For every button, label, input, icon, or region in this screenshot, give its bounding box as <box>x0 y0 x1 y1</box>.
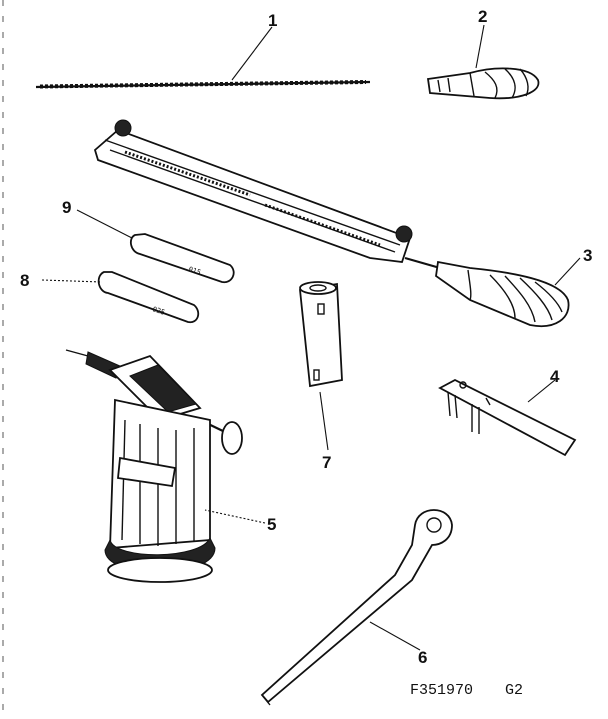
figure-suffix: G2 <box>505 682 523 699</box>
gauge-8-marking: 025 <box>151 305 166 317</box>
leader-7 <box>319 391 329 451</box>
part-3-file-guide <box>93 119 570 327</box>
part-5-sharpener <box>65 349 243 583</box>
callout-9: 9 <box>62 198 71 217</box>
callout-4: 4 <box>550 367 560 386</box>
part-2-file-handle <box>426 67 540 100</box>
leader-8 <box>41 279 103 283</box>
callout-8: 8 <box>20 271 29 290</box>
figure-code: F351970 <box>410 682 473 699</box>
gauge-9-marking: 015 <box>187 265 202 277</box>
leader-4 <box>527 379 556 403</box>
part-9-depth-gauge: 015 <box>129 233 235 284</box>
callout-5: 5 <box>267 515 276 534</box>
leader-6 <box>369 621 421 651</box>
callout-2: 2 <box>478 7 487 26</box>
leader-5 <box>204 509 266 524</box>
callout-3: 3 <box>583 246 592 265</box>
part-8-depth-gauge: 025 <box>97 271 200 324</box>
part-6-bent-wrench <box>260 509 453 706</box>
leader-9 <box>76 209 133 239</box>
callout-1: 1 <box>268 11 277 30</box>
leader-3 <box>554 257 581 286</box>
leader-2 <box>475 24 485 69</box>
leader-1 <box>231 26 273 81</box>
part-1-round-file <box>35 80 371 89</box>
callout-7: 7 <box>322 453 331 472</box>
part-7-socket-tube <box>299 281 343 388</box>
part-4-bar-tool <box>438 378 577 457</box>
callout-6: 6 <box>418 648 427 667</box>
